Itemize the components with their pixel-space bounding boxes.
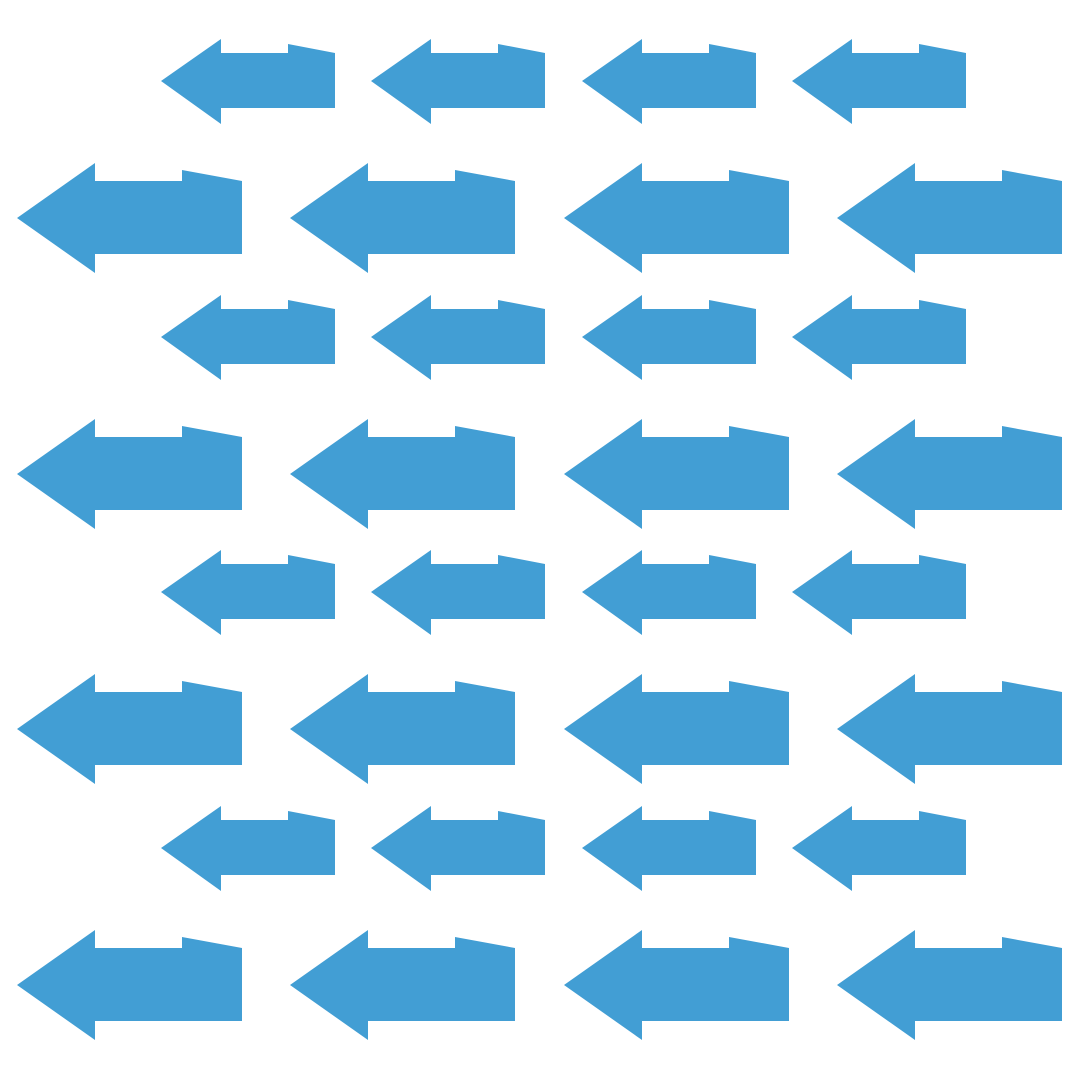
left-arrow-icon <box>371 550 545 635</box>
left-arrow-icon <box>564 930 789 1040</box>
arrows-layer <box>17 39 1062 1040</box>
left-arrow-icon <box>792 806 966 891</box>
left-arrow-icon <box>290 674 515 784</box>
left-arrow-icon <box>792 39 966 124</box>
left-arrow-icon <box>582 295 756 380</box>
left-arrow-icon <box>17 419 242 529</box>
left-arrow-icon <box>161 806 335 891</box>
left-arrow-icon <box>161 39 335 124</box>
left-arrow-icon <box>290 419 515 529</box>
left-arrow-icon <box>837 674 1062 784</box>
left-arrow-icon <box>161 295 335 380</box>
left-arrow-icon <box>837 163 1062 273</box>
left-arrow-icon <box>17 163 242 273</box>
left-arrow-icon <box>564 674 789 784</box>
left-arrow-icon <box>792 550 966 635</box>
left-arrow-icon <box>564 419 789 529</box>
left-arrow-icon <box>564 163 789 273</box>
left-arrow-icon <box>161 550 335 635</box>
left-arrow-icon <box>582 550 756 635</box>
left-arrow-icon <box>17 674 242 784</box>
left-arrow-icon <box>371 39 545 124</box>
left-arrow-icon <box>837 930 1062 1040</box>
left-arrow-icon <box>371 295 545 380</box>
left-arrow-icon <box>792 295 966 380</box>
left-arrow-icon <box>290 163 515 273</box>
left-arrow-icon <box>290 930 515 1040</box>
left-arrow-icon <box>837 419 1062 529</box>
left-arrow-icon <box>582 39 756 124</box>
left-arrow-icon <box>17 930 242 1040</box>
left-arrow-icon <box>371 806 545 891</box>
left-arrow-icon <box>582 806 756 891</box>
